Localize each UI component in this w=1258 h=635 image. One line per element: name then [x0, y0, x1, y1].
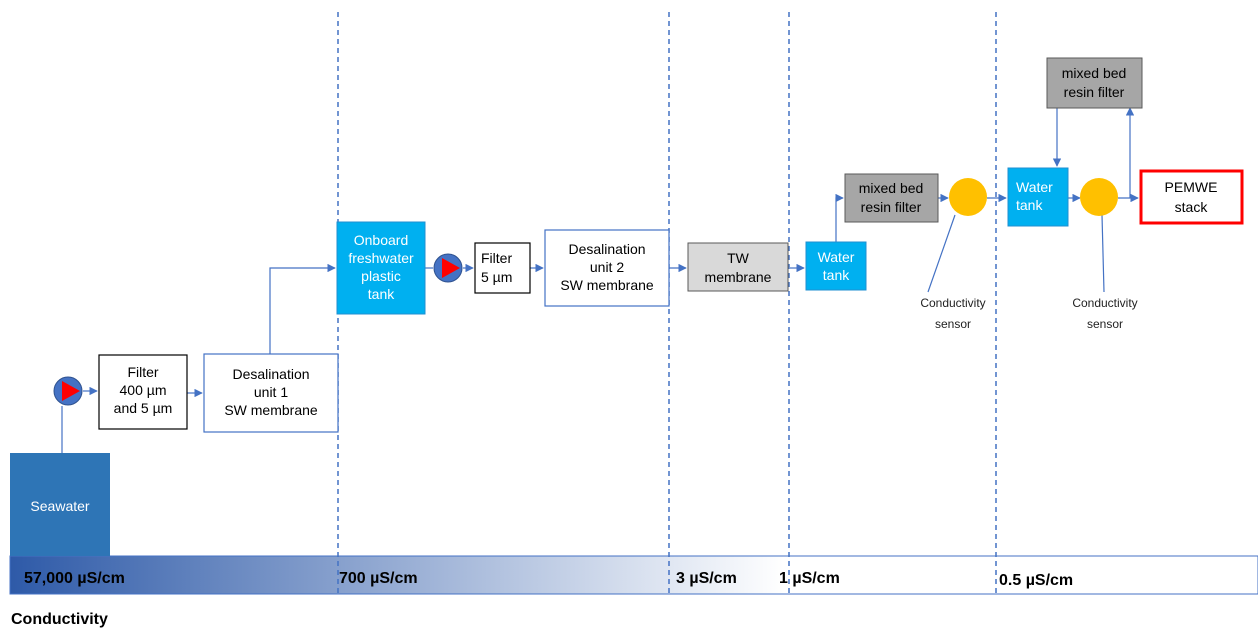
desal2-line3: SW membrane [560, 277, 654, 293]
connector [927, 214, 956, 293]
tw-membrane-box: TW membrane [687, 242, 789, 292]
desalination-unit2-box: Desalination unit 2 SW membrane [544, 229, 670, 307]
connector [835, 193, 844, 242]
onboard-tank-line4: tank [368, 286, 395, 302]
water-tank2-line2: tank [1016, 197, 1043, 213]
desal2-line2: unit 2 [590, 259, 624, 275]
onboard-tank-line1: Onboard [354, 232, 408, 248]
desalination-unit1-box: Desalination unit 1 SW membrane [203, 353, 339, 433]
pemwe-line1: PEMWE [1165, 179, 1218, 195]
filter-5um-box: Filter 5 µm [474, 242, 531, 294]
filter2-line2: 5 µm [481, 269, 512, 285]
onboard-tank-box: Onboard freshwater plastic tank [336, 221, 426, 315]
resin-filter2-box: mixed bed resin filter [1046, 57, 1143, 109]
sensor1-line2: sensor [935, 317, 971, 331]
water-tank1-box: Water tank [805, 241, 867, 291]
flow-connectors [61, 107, 1139, 453]
water-tank2-line1: Water [1016, 179, 1053, 195]
pemwe-stack-box: PEMWE stack [1139, 169, 1244, 225]
conductivity-scale-bar [9, 555, 1258, 595]
pump-icon [433, 253, 463, 283]
sensor2-line1: Conductivity [1072, 296, 1137, 310]
filter1-line3: and 5 µm [114, 400, 173, 416]
connector [269, 263, 336, 354]
conductivity-value: 0.5 µS/cm [999, 572, 1073, 589]
filter1-line2: 400 µm [120, 382, 167, 398]
resin1-line1: mixed bed [859, 180, 924, 196]
filter2-line1: Filter [481, 250, 512, 266]
conductivity-sensor1: Conductivity sensor [920, 178, 987, 331]
seawater-box: Seawater [10, 453, 110, 556]
seawater-label: Seawater [30, 498, 89, 514]
water-tank1-line2: tank [823, 267, 850, 283]
water-tank2-box: Water tank [1007, 167, 1069, 227]
resin2-line2: resin filter [1064, 84, 1125, 100]
conductivity-value: 3 µS/cm [676, 570, 737, 587]
desal2-line1: Desalination [568, 241, 645, 257]
desal1-line3: SW membrane [224, 402, 318, 418]
pump-icon [53, 376, 83, 406]
sensor2-line2: sensor [1087, 317, 1123, 331]
connector [1101, 214, 1105, 293]
water-tank1-line1: Water [818, 249, 855, 265]
resin-filter1-box: mixed bed resin filter [844, 173, 939, 223]
tw-membrane-line2: membrane [705, 269, 772, 285]
filter-400um-box: Filter 400 µm and 5 µm [98, 354, 188, 430]
desal1-line2: unit 1 [254, 384, 288, 400]
conductivity-value: 700 µS/cm [339, 570, 418, 587]
resin1-line2: resin filter [861, 199, 922, 215]
conductivity-values: 57,000 µS/cm 700 µS/cm 3 µS/cm 1 µS/cm 0… [24, 570, 1073, 589]
sensor1-line1: Conductivity [920, 296, 985, 310]
conductivity-title: Conductivity [11, 611, 108, 628]
pemwe-line2: stack [1175, 199, 1209, 215]
conductivity-sensor2: Conductivity sensor [1072, 178, 1138, 331]
desal1-line1: Desalination [232, 366, 309, 382]
conductivity-value: 57,000 µS/cm [24, 570, 125, 587]
onboard-tank-line3: plastic [361, 268, 401, 284]
onboard-tank-line2: freshwater [348, 250, 414, 266]
tw-membrane-line1: TW [727, 250, 750, 266]
filter1-line1: Filter [127, 364, 158, 380]
resin2-line1: mixed bed [1062, 65, 1127, 81]
conductivity-value: 1 µS/cm [779, 570, 840, 587]
